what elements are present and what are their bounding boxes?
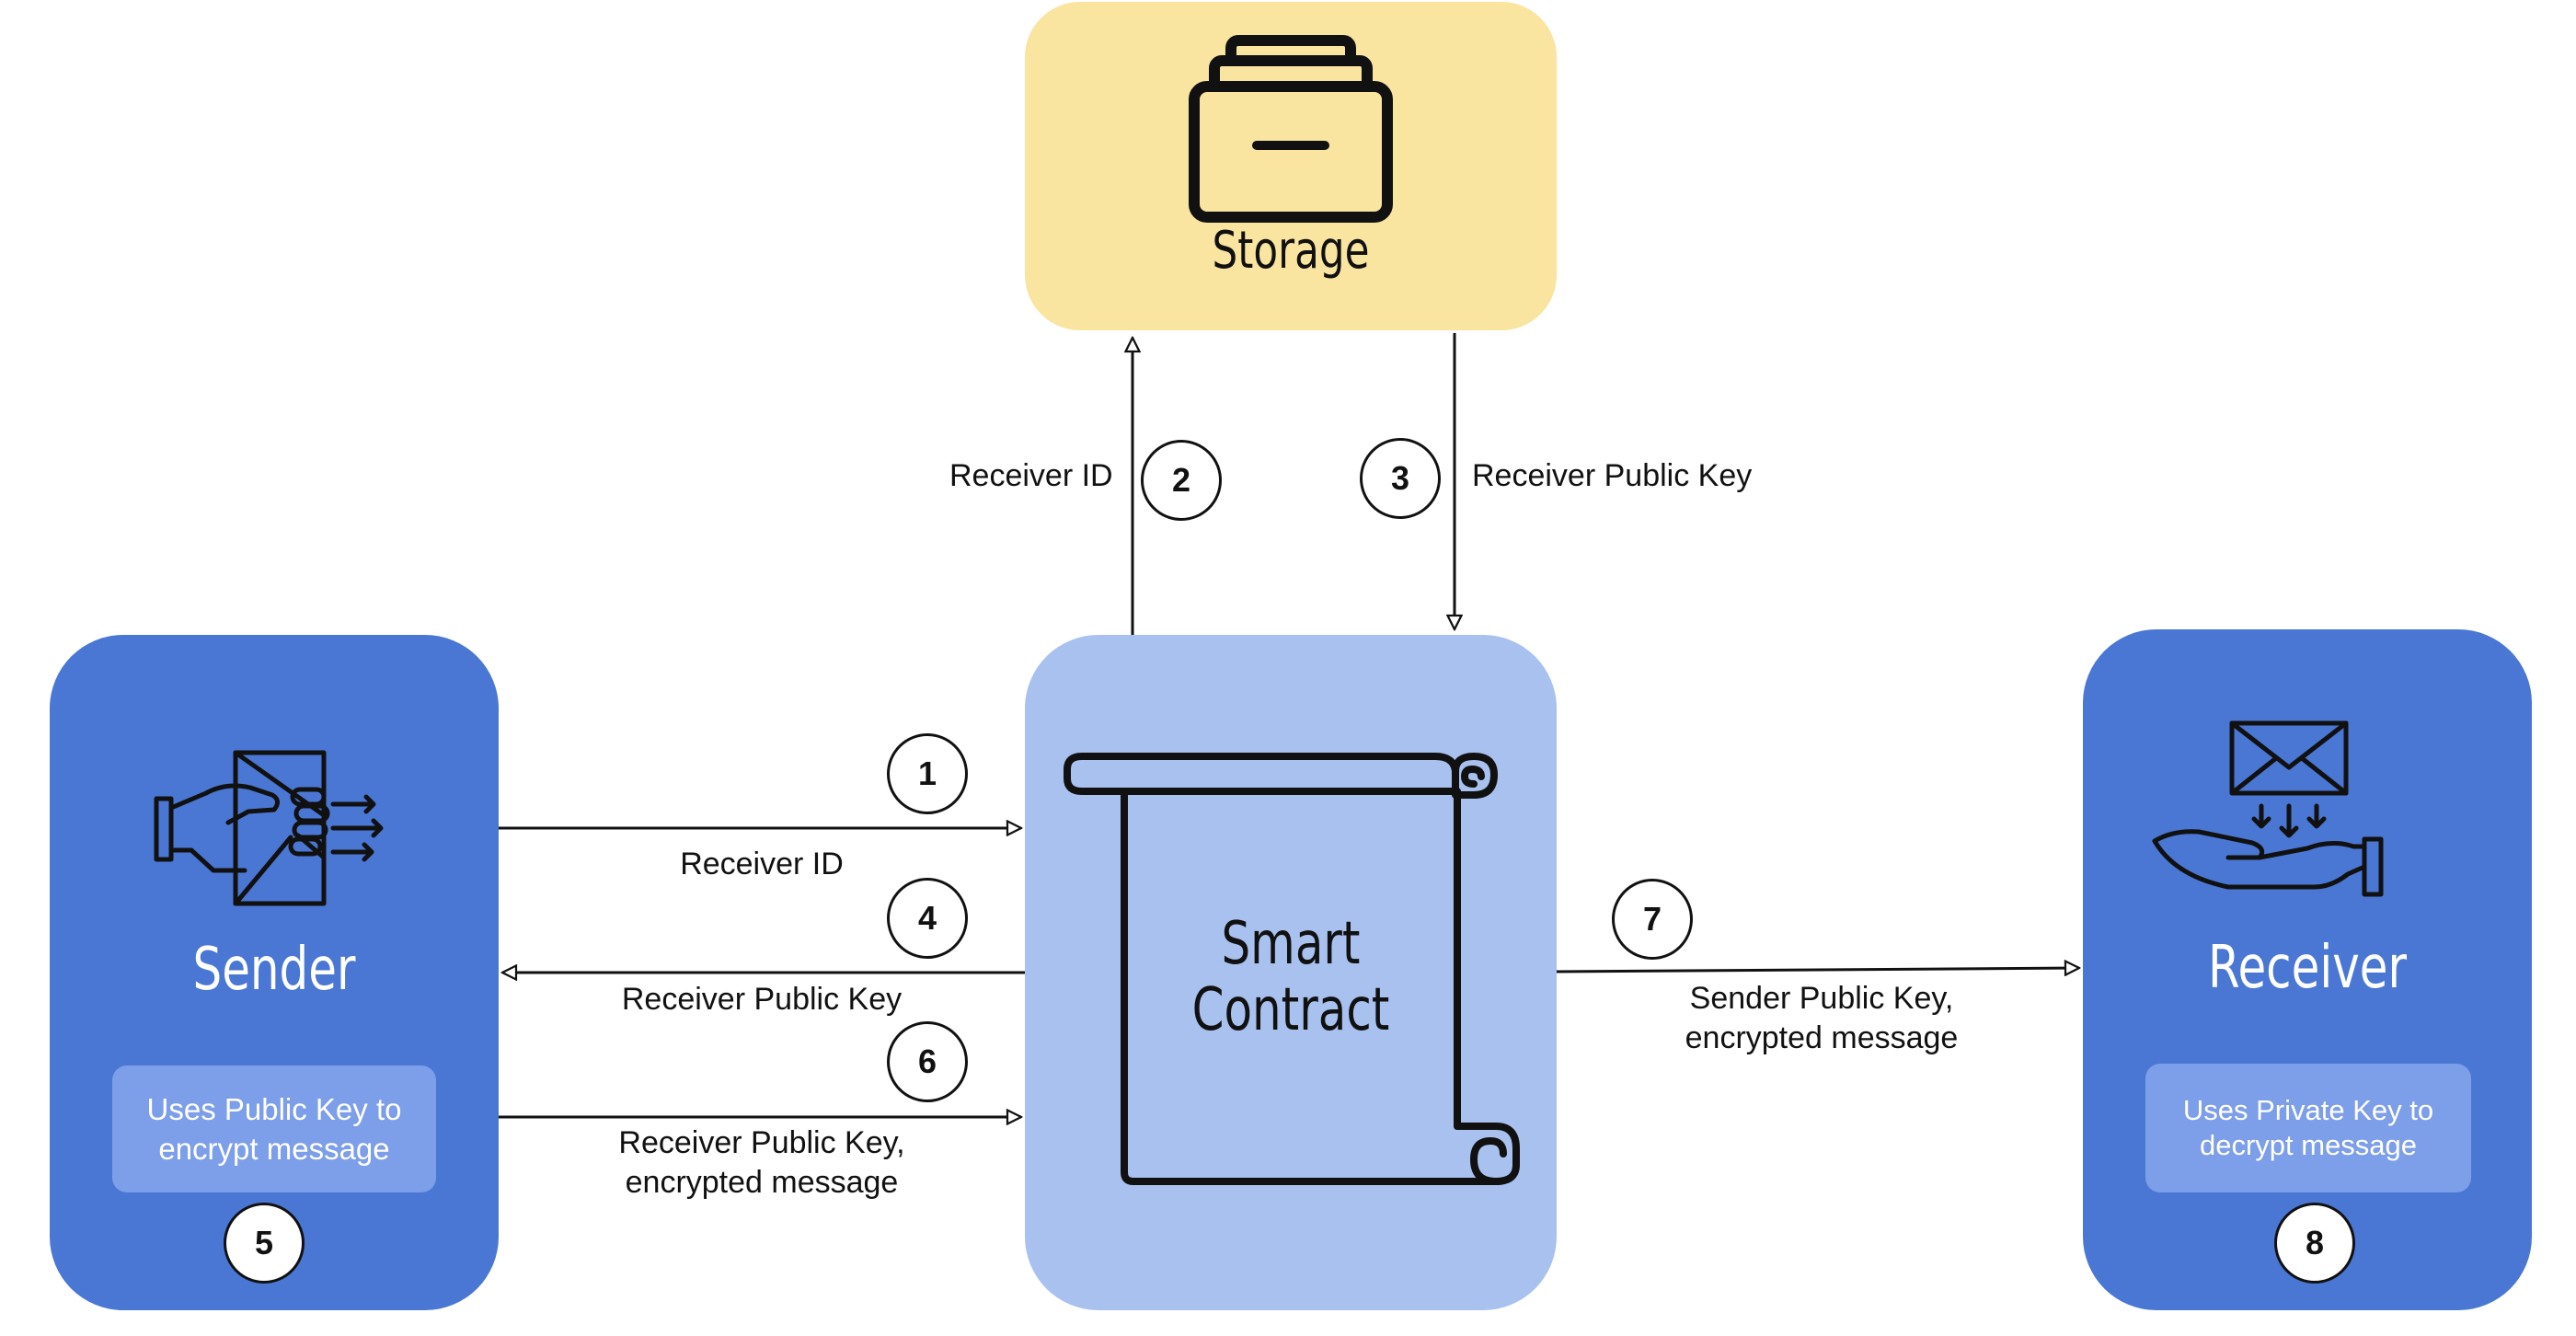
smart-contract-title-line1: Smart xyxy=(1221,910,1361,978)
flow-label-step-3: Receiver Public Key xyxy=(1472,458,1753,493)
flow-label-step-1: Receiver ID xyxy=(680,847,844,881)
step-badge-6: 6 xyxy=(887,1021,968,1102)
step-badge-7: 7 xyxy=(1612,879,1693,960)
arrow-step-7 xyxy=(1556,968,2079,972)
flow-label-step-6: Receiver Public Key, encrypted message xyxy=(569,1123,955,1203)
step-badge-2: 2 xyxy=(1141,440,1222,521)
step-badge-1: 1 xyxy=(887,733,968,814)
step-badge-3: 3 xyxy=(1360,438,1441,519)
scroll-icon xyxy=(1064,753,1520,1185)
smart-contract-title: Smart Contract xyxy=(1084,911,1499,1043)
step-badge-5: 5 xyxy=(224,1203,305,1284)
step-badge-8: 8 xyxy=(2274,1203,2355,1284)
receiver-title: Receiver xyxy=(2208,934,2407,1002)
sender-note: Uses Public Key to encrypt message xyxy=(112,1065,436,1192)
flow-label-step-6-line2: encrypted message xyxy=(625,1165,899,1200)
sender-node xyxy=(50,635,499,1310)
smart-contract-title-line2: Contract xyxy=(1191,976,1390,1044)
flow-label-step-4: Receiver Public Key xyxy=(621,982,903,1017)
receiver-note: Uses Private Key to decrypt message xyxy=(2145,1064,2471,1192)
flow-label-step-7-line1: Sender Public Key, xyxy=(1689,981,1954,1016)
flow-label-step-6-line1: Receiver Public Key, xyxy=(618,1125,905,1160)
hand-receiving-envelope-icon xyxy=(2152,720,2384,897)
hand-sending-envelope-icon xyxy=(154,750,384,906)
sender-title: Sender xyxy=(192,936,356,1004)
step-badge-4: 4 xyxy=(887,878,968,959)
flow-label-step-7-line2: encrypted message xyxy=(1685,1020,1959,1055)
archive-drawer-icon xyxy=(1189,35,1393,223)
flow-label-step-7: Sender Public Key, encrypted message xyxy=(1628,979,2015,1058)
receiver-node xyxy=(2083,629,2532,1310)
smart-contract-node xyxy=(1025,635,1557,1310)
flow-label-step-2: Receiver ID xyxy=(949,458,1113,493)
storage-title: Storage xyxy=(1212,221,1370,281)
